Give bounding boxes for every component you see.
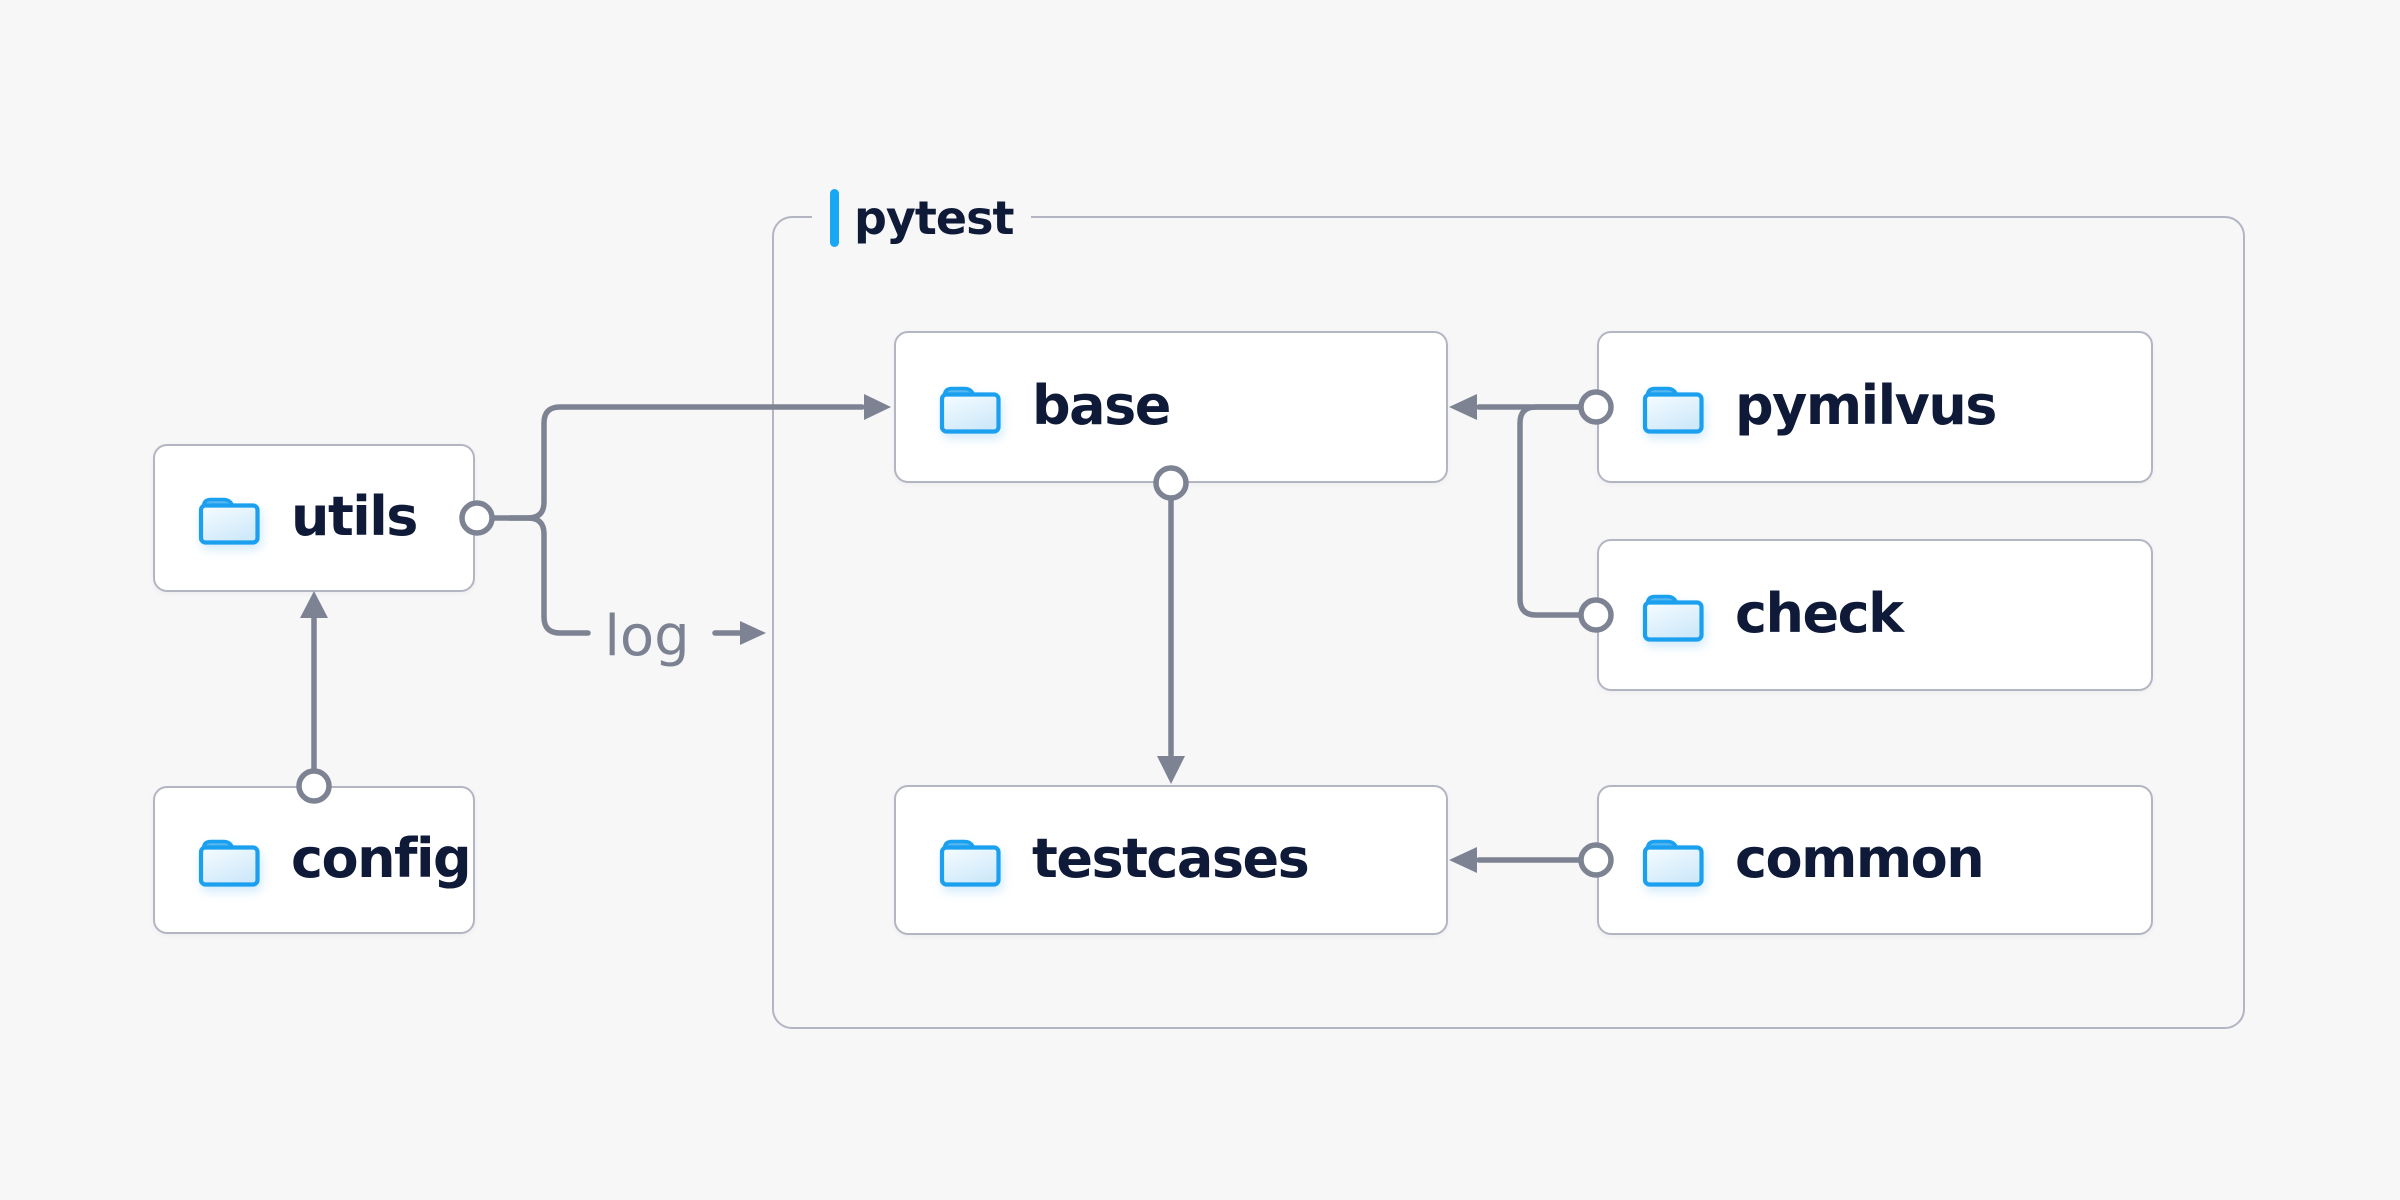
group-label: pytest	[812, 186, 1032, 250]
folder-icon	[1641, 832, 1705, 888]
node-common: common	[1597, 785, 2153, 935]
node-config: config	[153, 786, 475, 934]
node-pymilvus: pymilvus	[1597, 331, 2153, 483]
folder-icon	[1641, 379, 1705, 435]
node-label: config	[291, 826, 472, 890]
arrowhead-up-icon	[300, 591, 328, 618]
node-testcases: testcases	[894, 785, 1448, 935]
group-title: pytest	[854, 191, 1014, 245]
node-check: check	[1597, 539, 2153, 691]
node-label: base	[1032, 373, 1171, 437]
node-label: utils	[291, 484, 418, 548]
edge-utils-log	[507, 515, 591, 636]
node-label: common	[1735, 826, 1985, 890]
arrowhead-right-icon	[740, 621, 766, 645]
accent-bar-icon	[830, 189, 839, 247]
node-utils: utils	[153, 444, 475, 592]
folder-icon	[1641, 587, 1705, 643]
node-label: pymilvus	[1735, 373, 1997, 437]
edge-label-log: log	[604, 603, 690, 669]
node-label: check	[1735, 581, 1904, 645]
folder-icon	[197, 490, 261, 546]
folder-icon	[938, 832, 1002, 888]
node-label: testcases	[1032, 826, 1310, 890]
pytest-group: pytest	[772, 186, 2245, 1029]
node-base: base	[894, 331, 1448, 483]
folder-icon	[197, 832, 261, 888]
folder-icon	[938, 379, 1002, 435]
